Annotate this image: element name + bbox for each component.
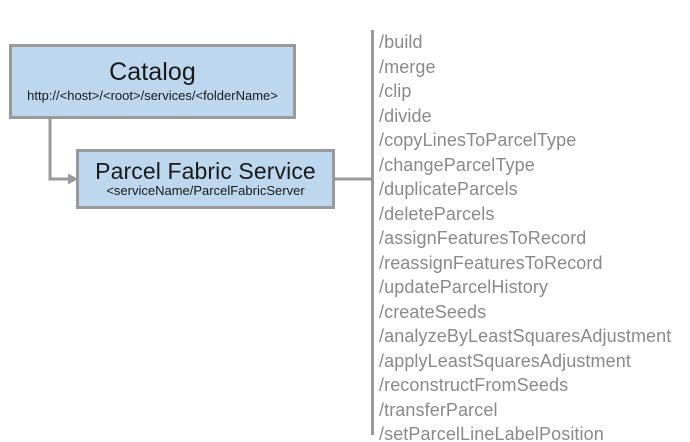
- catalog-to-service-connector: [48, 119, 78, 185]
- list-item[interactable]: /updateParcelHistory: [379, 277, 549, 297]
- operations-list: /build /merge /clip /divide /copyLinesTo…: [379, 30, 679, 442]
- catalog-node-url: http://<host>/<root>/services/<folderNam…: [27, 88, 278, 104]
- list-item[interactable]: /clip: [379, 81, 412, 101]
- list-item[interactable]: /transferParcel: [379, 399, 498, 420]
- list-item[interactable]: /createSeeds: [379, 301, 487, 322]
- list-item[interactable]: /changeParcelType: [379, 154, 535, 175]
- list-item[interactable]: /assignFeaturesToRecord: [379, 228, 587, 248]
- list-item[interactable]: /deleteParcels: [379, 203, 495, 224]
- parcel-fabric-service-node[interactable]: Parcel Fabric Service <serviceName/Parce…: [76, 149, 335, 209]
- catalog-node-title: Catalog: [109, 58, 196, 87]
- parcel-fabric-service-node-title: Parcel Fabric Service: [95, 158, 316, 185]
- list-item[interactable]: /applyLeastSquaresAdjustment: [379, 350, 631, 371]
- list-item[interactable]: /reconstructFromSeeds: [379, 375, 569, 395]
- list-item[interactable]: /copyLinesToParcelType: [379, 130, 577, 150]
- list-item[interactable]: /duplicateParcels: [379, 179, 518, 199]
- list-item[interactable]: /divide: [379, 105, 432, 126]
- parcel-fabric-service-node-path: <serviceName/ParcelFabricServer: [106, 183, 305, 199]
- list-item[interactable]: /merge: [379, 56, 436, 77]
- list-item[interactable]: /build: [379, 32, 423, 52]
- list-item[interactable]: /analyzeByLeastSquaresAdjustment: [379, 326, 672, 346]
- list-item[interactable]: /reassignFeaturesToRecord: [379, 252, 603, 273]
- list-item[interactable]: /setParcelLineLabelPosition: [379, 424, 604, 442]
- catalog-node[interactable]: Catalog http://<host>/<root>/services/<f…: [9, 44, 296, 119]
